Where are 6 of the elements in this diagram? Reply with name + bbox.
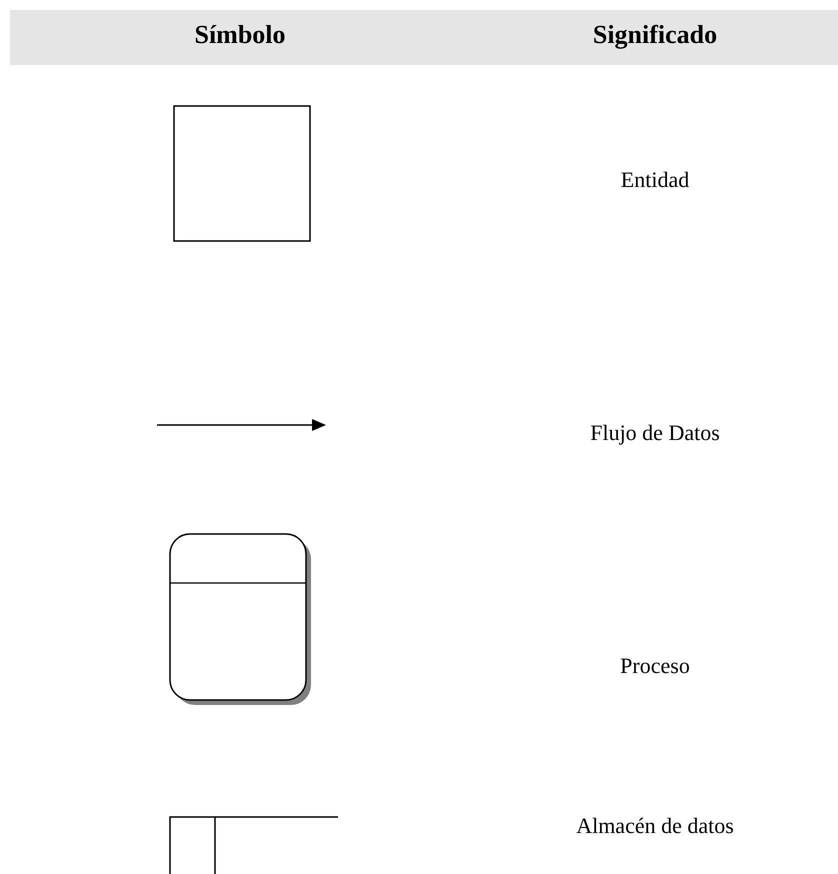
symbol-meaning: Entidad: [620, 166, 690, 194]
column-header: Símbolo: [193, 19, 287, 51]
symbol-meaning: Flujo de Datos: [589, 419, 721, 447]
symbol-meaning: Almacén de datos: [575, 812, 735, 840]
symbol-meaning: Proceso: [619, 652, 691, 680]
column-header: Significado: [592, 19, 718, 51]
